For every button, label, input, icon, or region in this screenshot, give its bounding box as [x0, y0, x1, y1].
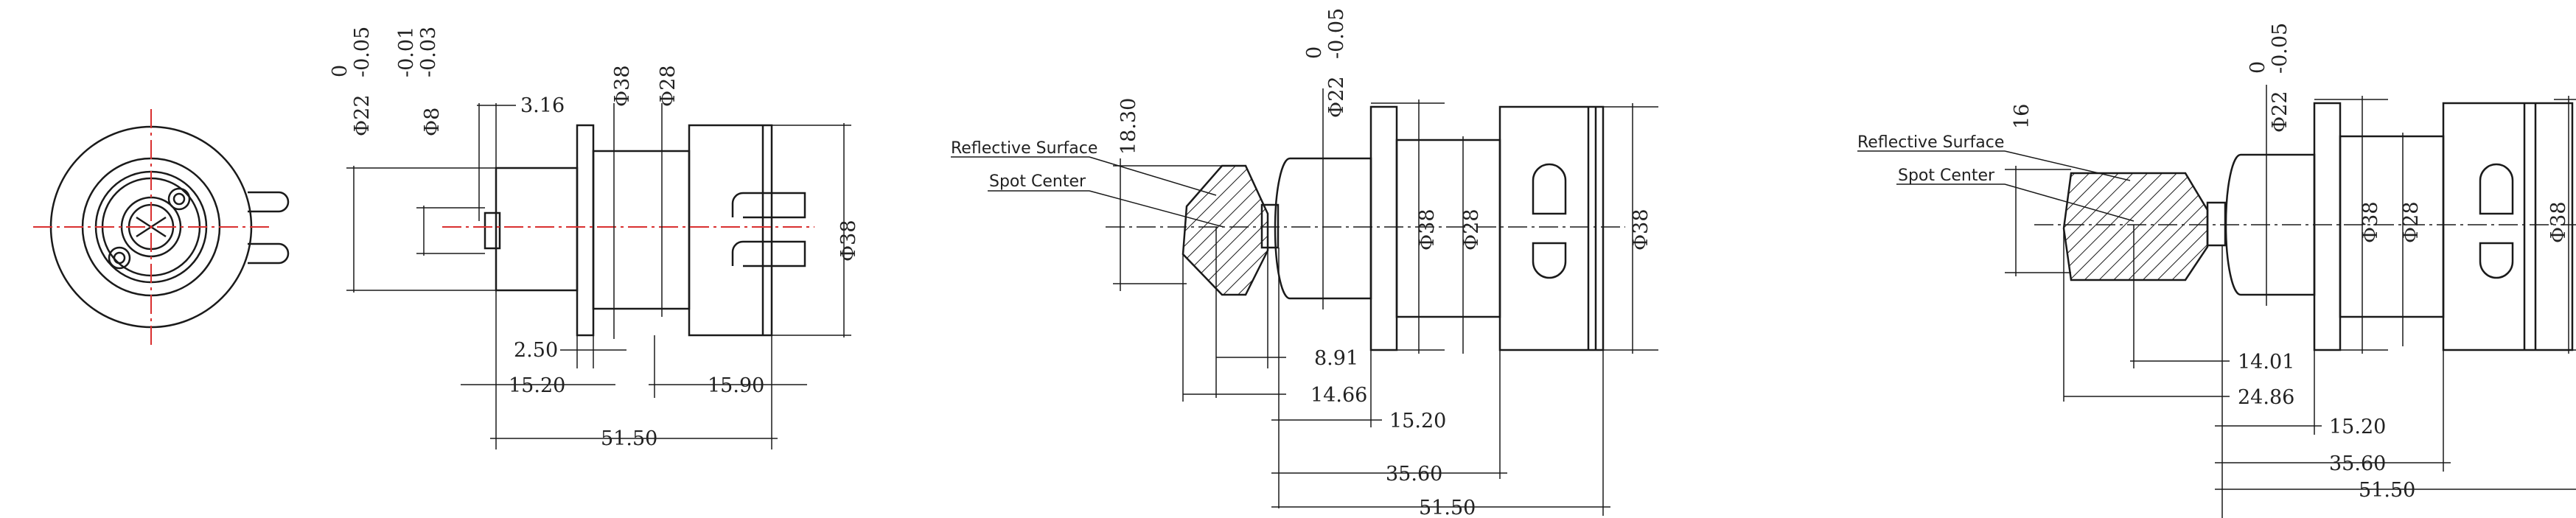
- side2-body-28: [2339, 135, 2445, 318]
- side1-d22-label: Φ22: [1325, 77, 1348, 119]
- side2-1401-label: 14.01: [2238, 351, 2294, 374]
- side2-pin-bottom: [2479, 242, 2514, 279]
- side1-1466-label: 14.66: [1310, 384, 1367, 407]
- side1-flange-38: [1369, 105, 1398, 351]
- side2-d38a-label: Φ38: [2359, 202, 2382, 244]
- side2-d22-tol-lower: -0.05: [2269, 23, 2291, 74]
- front-1520-label: 15.20: [509, 374, 565, 397]
- side2-pin-top: [2479, 163, 2514, 215]
- side2-reflector: [2062, 172, 2209, 281]
- front-view: [484, 124, 806, 337]
- screw-bottom-icon: [108, 246, 131, 270]
- side2-housing-38: [2442, 102, 2574, 351]
- side1-dimension-lines: [1113, 88, 1658, 516]
- side1-text: Reflective Surface Spot Center 18.30 0 -…: [951, 8, 1652, 518]
- side1-housing-38: [1498, 105, 1605, 351]
- side2-spot-label: Spot Center: [1898, 167, 1995, 185]
- side2-d22-label: Φ22: [2269, 91, 2291, 133]
- side1-view: [1181, 105, 1605, 351]
- front-d22-tol-upper: 0: [329, 65, 352, 77]
- side1-body-28: [1395, 139, 1501, 318]
- front-d8-label: Φ8: [421, 108, 444, 136]
- side1-tube-22: [1274, 157, 1372, 300]
- front-pin-top: [731, 192, 806, 219]
- side2-5150-label: 51.50: [2359, 479, 2415, 502]
- side1-connector: [1260, 203, 1280, 249]
- front-d8-tol-lower: -0.03: [417, 27, 440, 77]
- front-d38a-label: Φ38: [611, 66, 634, 108]
- side1-pin-bottom: [1532, 242, 1567, 279]
- side2-d38b-label: Φ38: [2547, 202, 2570, 244]
- front-dimension-text: 0 -0.05 Φ22 -0.01 -0.03 Φ8 3.16 Φ38 Φ28 …: [329, 27, 860, 450]
- side1-891-label: 8.91: [1314, 347, 1358, 370]
- screw-top-icon: [167, 187, 191, 211]
- side2-text: Reflective Surface Spot Center 16 0 -0.0…: [1857, 23, 2570, 502]
- side1-reflector: [1181, 164, 1269, 296]
- side2-2486-label: 24.86: [2238, 386, 2294, 409]
- front-flange-38: [576, 124, 595, 337]
- side1-1830-label: 18.30: [1117, 98, 1140, 155]
- side1-d22-tol-upper: 0: [1303, 46, 1326, 59]
- side2-16-label: 16: [2011, 104, 2034, 129]
- front-tube-22: [495, 167, 579, 292]
- front-pin-bottom: [731, 240, 806, 267]
- front-d22-label: Φ22: [351, 95, 374, 137]
- front-dimension-lines: [346, 103, 851, 449]
- front-d28-label: Φ28: [657, 66, 680, 108]
- side2-reflective-label: Reflective Surface: [1857, 133, 2004, 152]
- side1-d38a-label: Φ38: [1416, 209, 1439, 251]
- end-view-centerlines: [33, 109, 269, 345]
- side2-tube-22: [2224, 153, 2316, 296]
- front-d8-tol-upper: -0.01: [395, 27, 418, 77]
- front-5150-label: 51.50: [601, 427, 657, 450]
- side2-leaders: [1857, 150, 2135, 222]
- side1-5150-label: 51.50: [1419, 497, 1476, 518]
- side2-view: [2062, 102, 2574, 351]
- side2-dimension-lines: [2005, 85, 2576, 518]
- side1-spot-label: Spot Center: [989, 172, 1086, 191]
- front-250-label: 2.50: [514, 339, 558, 362]
- side2-3560-label: 35.60: [2329, 452, 2386, 475]
- side2-d22-tol-upper: 0: [2247, 61, 2269, 74]
- side1-d22-tol-lower: -0.05: [1325, 8, 1348, 59]
- side2-1520-label: 15.20: [2329, 416, 2386, 438]
- end-view-pin-bottom: [248, 242, 290, 265]
- side2-flange-38: [2313, 102, 2342, 351]
- side1-pin-top: [1532, 163, 1567, 215]
- side1-reflective-label: Reflective Surface: [951, 139, 1097, 158]
- front-d38b-label: Φ38: [837, 220, 860, 262]
- side1-leaders: [951, 156, 1224, 228]
- front-body-28: [592, 150, 691, 310]
- side1-d28-label: Φ28: [1460, 209, 1483, 251]
- side2-connector: [2206, 201, 2227, 247]
- front-nose: [484, 211, 501, 250]
- end-view-pin-top: [248, 191, 290, 213]
- side1-1520-label: 15.20: [1389, 410, 1446, 433]
- side1-d38b-label: Φ38: [1630, 209, 1652, 251]
- side1-3560-label: 35.60: [1386, 463, 1442, 486]
- front-316-label: 3.16: [520, 94, 565, 117]
- front-d22-tol-lower: -0.05: [351, 27, 374, 77]
- front-housing-38: [688, 124, 773, 337]
- side2-d28-label: Φ28: [2400, 202, 2423, 244]
- front-1590-label: 15.90: [708, 374, 764, 397]
